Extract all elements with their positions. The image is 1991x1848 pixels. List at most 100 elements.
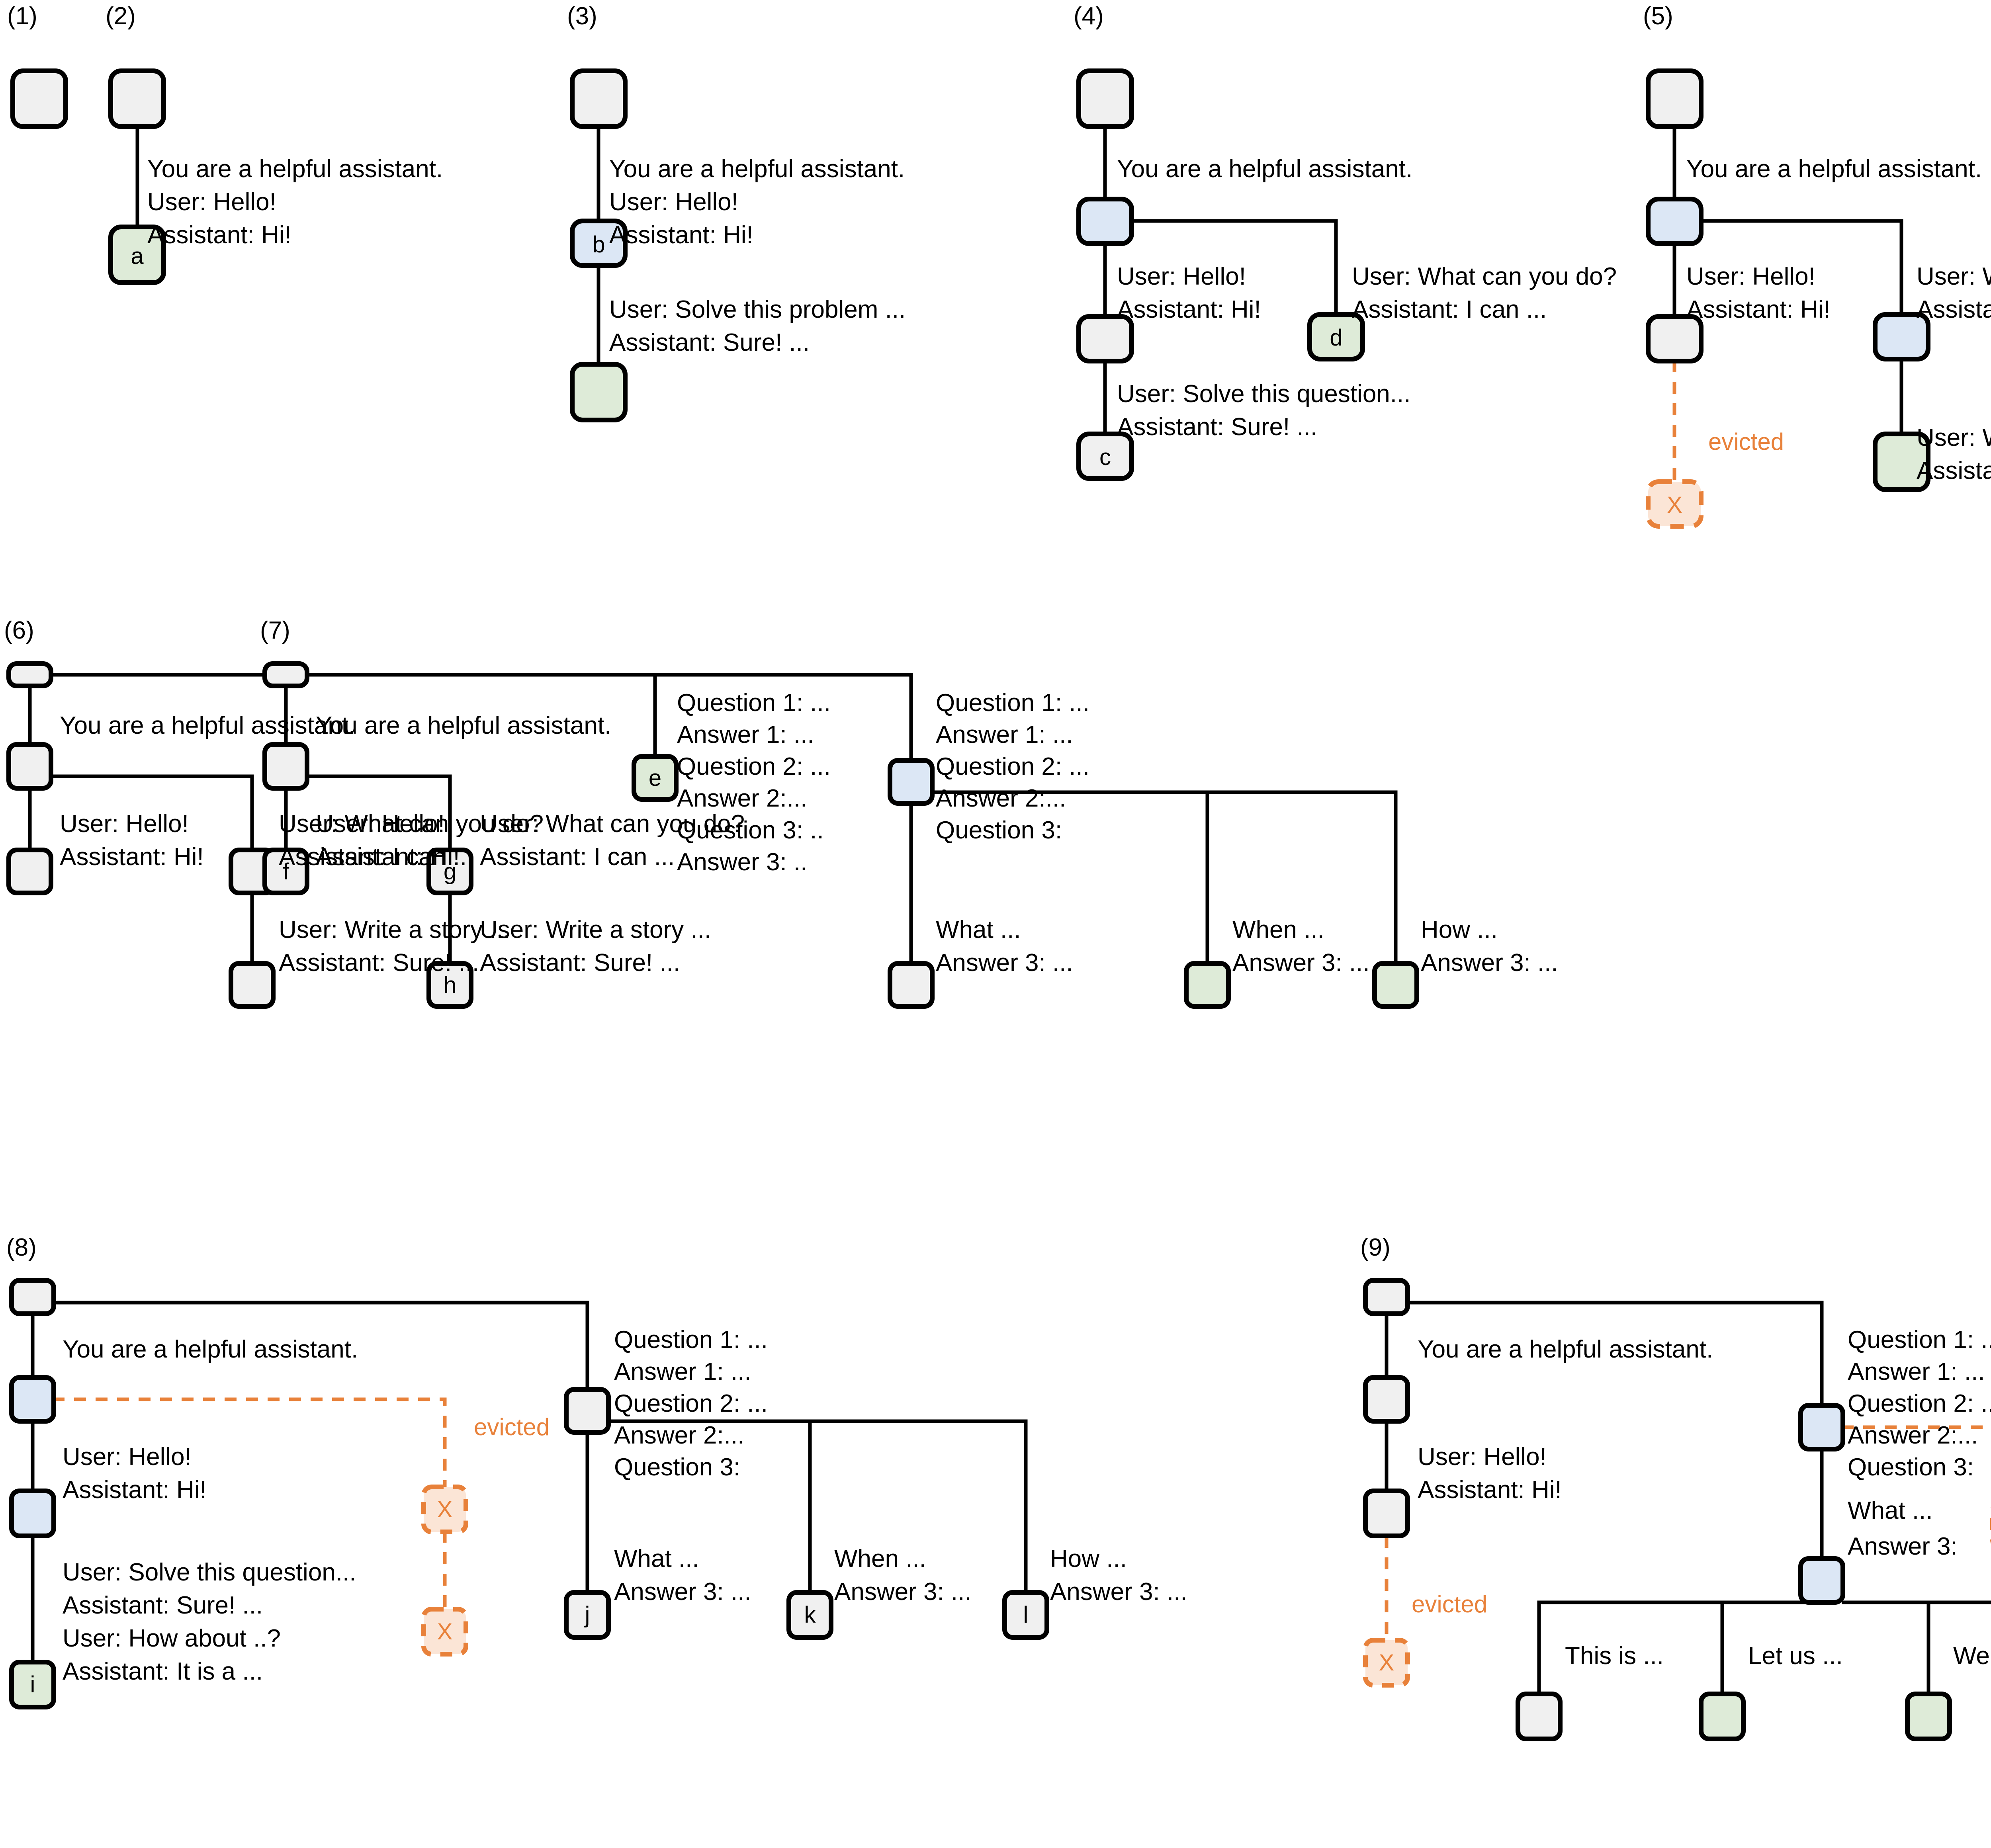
node-p9-fewshot-split[interactable] <box>1798 1403 1845 1451</box>
p6-edge-label-user: User: Hello! <box>60 810 189 838</box>
p7-edge-label-a3-how: Answer 3: ... <box>1421 949 1558 977</box>
node-p7-leaf-f[interactable] <box>262 848 309 895</box>
edge-p8-root-split <box>53 1301 589 1389</box>
node-p8-fewshot-split[interactable] <box>564 1387 611 1435</box>
node-p7-fewshot-split[interactable] <box>888 758 935 806</box>
edge-p7-root-split <box>306 673 913 760</box>
node-p6-leaf-left[interactable] <box>6 848 53 895</box>
p7-edge-label-sys: You are a helpful assistant. <box>316 712 612 739</box>
panel-label-4: (4) <box>1074 2 1104 30</box>
node-p5-split-node[interactable] <box>1646 197 1703 246</box>
p4-edge-label-user: User: Hello! <box>1117 263 1246 290</box>
node-p9-child-2[interactable] <box>1363 1489 1410 1538</box>
node-p3-node-b[interactable] <box>570 219 628 268</box>
p7-edge-label-whatcan: User: What can you do? <box>480 810 745 838</box>
node-p8-leaf-l[interactable] <box>1002 1590 1049 1640</box>
node-p6-root[interactable] <box>6 661 53 688</box>
node-p4-root[interactable] <box>1076 68 1134 129</box>
node-p9-leaf-this-is[interactable] <box>1516 1692 1563 1741</box>
node-p7-leaf-h[interactable] <box>426 961 473 1009</box>
node-p4-leaf-c[interactable] <box>1076 432 1134 481</box>
p4-edge-label-whatcan: User: What can you do? <box>1352 263 1617 290</box>
p9-edge-label-a2: Answer 2:... <box>1848 1422 1978 1449</box>
node-letter-g: g <box>443 859 457 885</box>
p4-edge-label-ican: Assistant: I can ... <box>1352 296 1547 323</box>
node-p9-leaf-we-can[interactable] <box>1905 1692 1952 1741</box>
p5-edge-label-sure: Assistant: Sure! ... <box>1917 457 1991 484</box>
node-p2-root[interactable] <box>108 68 166 129</box>
node-p8-leaf-j[interactable] <box>564 1590 611 1640</box>
panel-label-2: (2) <box>106 2 136 30</box>
p9-edge-label-q1: Question 1: ... <box>1848 1326 1991 1354</box>
node-p7-root[interactable] <box>262 661 309 688</box>
p8-edge-label-when: When ... <box>834 1545 926 1573</box>
edge-p6-c1-mid <box>50 774 254 850</box>
node-p7-child-1[interactable] <box>262 742 309 791</box>
p2-edge-label-sys: You are a helpful assistant. <box>147 155 443 183</box>
p8-evicted-label: evicted <box>474 1414 550 1440</box>
p8-edge-label-howabout: User: How about ..? <box>63 1625 281 1652</box>
node-p9-evicted-left[interactable] <box>1363 1638 1410 1688</box>
p6-edge-label-a1: Answer 1: ... <box>677 721 814 748</box>
node-p2-leaf-a[interactable] <box>108 225 166 285</box>
node-p5-leaf[interactable] <box>1873 432 1930 492</box>
p7-edge-label-sure: Assistant: Sure! ... <box>480 949 681 977</box>
node-letter-x-p8-lower: X <box>437 1619 453 1645</box>
p2-edge-label-user: User: Hello! <box>147 188 276 216</box>
node-letter-j: j <box>585 1602 590 1628</box>
node-p8-child-1[interactable] <box>9 1375 56 1424</box>
node-p6-leaf-e[interactable] <box>632 754 679 802</box>
edge-p7-split-how <box>931 790 1398 963</box>
p7-edge-label-q2: Question 2: ... <box>936 753 1089 780</box>
node-p8-evicted-upper[interactable] <box>421 1485 468 1534</box>
node-p5-mid-left[interactable] <box>1646 314 1703 363</box>
node-p9-answer-split[interactable] <box>1798 1556 1845 1605</box>
p5-edge-label-story: User: Write a story ... <box>1917 424 1991 451</box>
node-p3-leaf[interactable] <box>570 362 628 422</box>
node-p8-child-2[interactable] <box>9 1489 56 1538</box>
p8-edge-label-a3-how: Answer 3: ... <box>1050 1578 1187 1606</box>
node-p7-leaf-how[interactable] <box>1372 961 1419 1009</box>
p7-edge-label-when: When ... <box>1232 916 1324 944</box>
node-letter-d: d <box>1330 325 1343 351</box>
p8-edge-label-a3-what: Answer 3: ... <box>614 1578 751 1606</box>
node-p4-mid[interactable] <box>1076 314 1134 363</box>
p6-edge-label-q3: Question 3: .. <box>677 817 824 844</box>
node-p4-leaf-d[interactable] <box>1307 312 1365 361</box>
node-p8-root[interactable] <box>9 1278 56 1316</box>
node-p3-root[interactable] <box>570 68 628 129</box>
node-p1-root[interactable] <box>10 68 68 129</box>
node-p7-leaf-when[interactable] <box>1184 961 1231 1009</box>
p9-edge-label-asst: Assistant: Hi! <box>1418 1476 1562 1504</box>
node-p5-root[interactable] <box>1646 68 1703 129</box>
node-p7-leaf-what[interactable] <box>888 961 935 1009</box>
edge-p9-ans-letus <box>1720 1600 1822 1694</box>
node-p7-node-g[interactable] <box>426 848 473 895</box>
node-p8-leaf-i[interactable] <box>9 1660 56 1709</box>
node-p9-child-1[interactable] <box>1363 1375 1410 1424</box>
edge-p9-ans-tosolve <box>1842 1600 1991 1604</box>
p7-edge-label-what: What ... <box>936 916 1021 944</box>
node-p5-evicted-leaf[interactable] <box>1646 479 1703 529</box>
node-p4-split-node[interactable] <box>1076 197 1134 246</box>
p5-edge-label-sys: You are a helpful assistant. <box>1686 155 1982 183</box>
p4-edge-label-sys: You are a helpful assistant. <box>1117 155 1413 183</box>
p8-edge-label-q3: Question 3: <box>614 1453 741 1481</box>
p3-edge-label-solve: User: Solve this problem ... <box>609 296 906 323</box>
p6-edge-label-a3: Answer 3: .. <box>677 848 808 876</box>
node-p6-leaf-mid[interactable] <box>229 961 276 1009</box>
p5-edge-label-user: User: Hello! <box>1686 263 1815 290</box>
edge-p8-evicted-dashed-upper <box>53 1397 447 1487</box>
node-p9-leaf-let-us[interactable] <box>1699 1692 1746 1741</box>
p6-edge-label-q1: Question 1: ... <box>677 689 831 717</box>
p9-edge-label-user: User: Hello! <box>1418 1443 1547 1471</box>
node-p9-root[interactable] <box>1363 1278 1410 1316</box>
node-p6-child-1[interactable] <box>6 742 53 791</box>
p8-edge-label-how: How ... <box>1050 1545 1127 1573</box>
node-p5-mid-right[interactable] <box>1873 312 1930 361</box>
p4-edge-label-solveq: User: Solve this question... <box>1117 380 1411 408</box>
p8-edge-label-a2: Answer 2:... <box>614 1422 745 1449</box>
node-p8-evicted-lower[interactable] <box>421 1607 468 1657</box>
node-p8-leaf-k[interactable] <box>786 1590 833 1640</box>
